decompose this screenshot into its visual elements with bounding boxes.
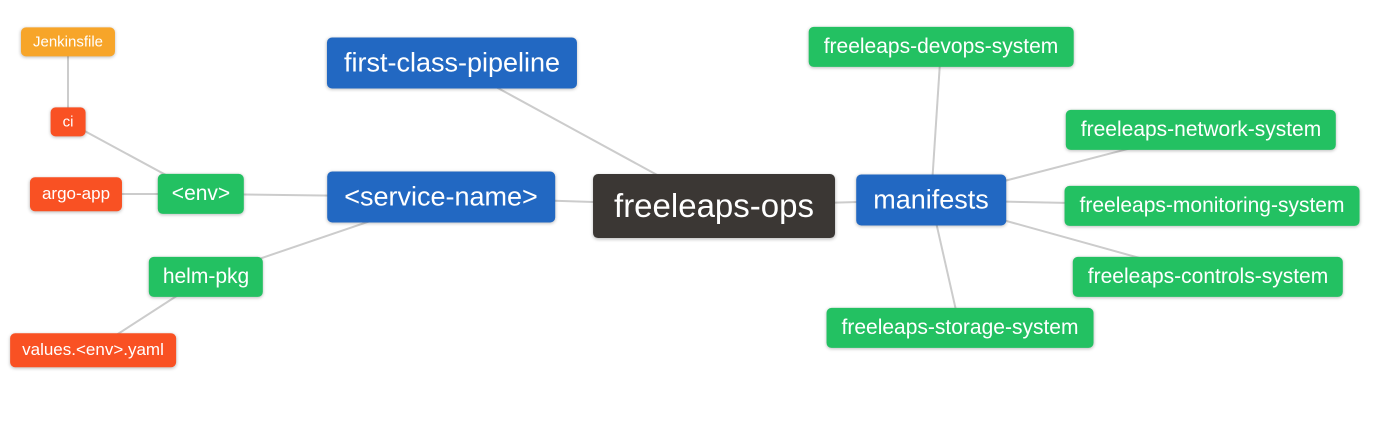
node-freeleaps-monitoring-system[interactable]: freeleaps-monitoring-system [1064,185,1360,227]
node-first-class-pipeline[interactable]: first-class-pipeline [326,37,578,89]
node-jenkinsfile[interactable]: Jenkinsfile [20,27,116,57]
node-freeleaps-devops-system[interactable]: freeleaps-devops-system [808,26,1074,68]
node-freeleaps-storage-system[interactable]: freeleaps-storage-system [826,307,1094,349]
node-manifests[interactable]: manifests [856,174,1006,226]
node-freeleaps-network-system[interactable]: freeleaps-network-system [1065,109,1337,151]
node-values-env-yaml[interactable]: values.<env>.yaml [10,333,176,367]
node-ci[interactable]: ci [50,107,86,137]
node-freeleaps-controls-system[interactable]: freeleaps-controls-system [1072,256,1344,298]
node-argo-app[interactable]: argo-app [29,177,123,211]
node-freeleaps-ops[interactable]: freeleaps-ops [593,174,835,238]
node-helm-pkg[interactable]: helm-pkg [148,256,264,298]
node-env[interactable]: <env> [157,173,245,215]
node-service-name[interactable]: <service-name> [327,171,555,223]
